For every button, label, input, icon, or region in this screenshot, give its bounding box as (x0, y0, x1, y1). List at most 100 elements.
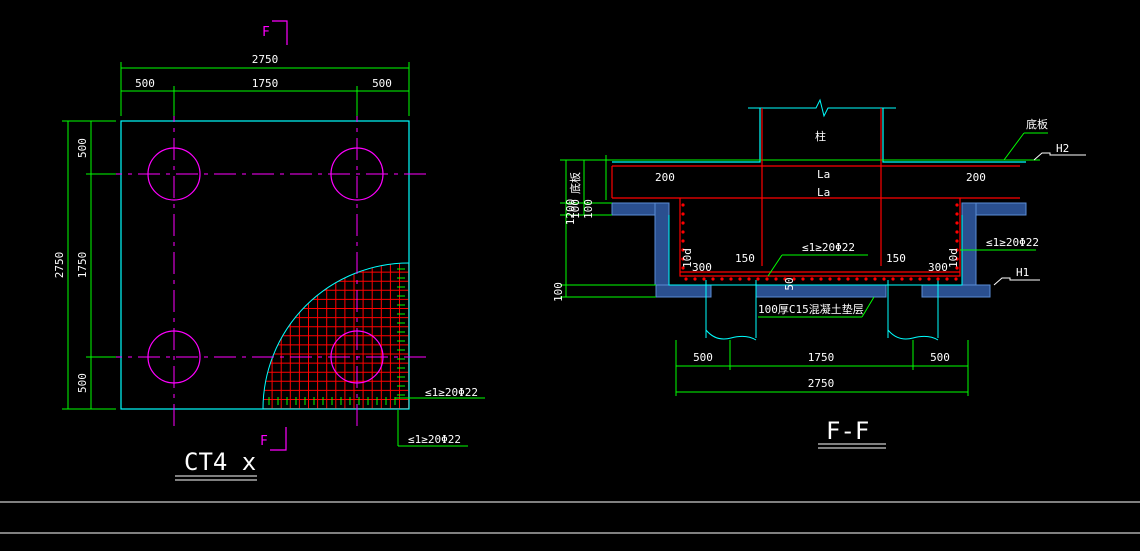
rebar-dot (720, 277, 724, 281)
dim-bottom-right: 500 (930, 351, 950, 364)
rebar-dot (927, 277, 931, 281)
right-150: 150 (886, 252, 906, 265)
section-left-dims (560, 155, 656, 298)
rebar-dot (702, 277, 706, 281)
column-label: 柱 (815, 129, 826, 143)
rebar-dot (810, 277, 814, 281)
dim-top-left: 500 (135, 77, 155, 90)
h2-label: H2 (1056, 142, 1069, 155)
leader-line (767, 254, 783, 277)
dim-top-right: 500 (372, 77, 392, 90)
pile-cap-outline (120, 120, 410, 410)
slab-label: 底板 (1026, 117, 1048, 131)
right-10d: 10d (947, 248, 960, 268)
rebar-dot (955, 248, 959, 252)
la-top: La (817, 168, 830, 181)
la-bottom: La (817, 186, 830, 199)
rebar-dot (681, 203, 685, 207)
rebar-dot (681, 221, 685, 225)
rebar-dot (955, 266, 959, 270)
rebar-dot (828, 277, 832, 281)
dim-100-a: 100 (569, 199, 582, 219)
rebar-dot (955, 230, 959, 234)
rebar-dot (846, 277, 850, 281)
dim-side-top: 500 (76, 138, 89, 158)
side-dimensions (62, 120, 116, 410)
cap-outline (612, 108, 761, 163)
cushion-note: 100厚C15混凝土垫层 (758, 302, 864, 316)
pile-circle (330, 147, 384, 201)
section-view: 1200 底板 100 100 100 柱 底板 H2 H1 La La 200… (552, 98, 1086, 449)
rebar-dot (747, 277, 751, 281)
rebar-dot (801, 277, 805, 281)
section-mark-symbol (270, 427, 287, 451)
right-300: 300 (928, 261, 948, 274)
rebar-dot (819, 277, 823, 281)
rebar-dot (774, 277, 778, 281)
rebar-note-1: ≤1≥20Φ22 (425, 386, 478, 399)
rebar-dot (882, 277, 886, 281)
rebar-dot (765, 277, 769, 281)
section-title: F-F (826, 417, 869, 445)
section-bottom-dims (675, 340, 969, 396)
pile-sections (705, 280, 939, 341)
rebar-dot (864, 277, 868, 281)
rebar-dots (681, 203, 959, 281)
column-break (748, 98, 896, 118)
dim-side-bottom: 500 (76, 373, 89, 393)
h1-label: H1 (1016, 266, 1029, 279)
rebar-dot (681, 212, 685, 216)
rebar-note-2: ≤1≥20Φ22 (408, 433, 461, 446)
rebar-dot (855, 277, 859, 281)
pile-circle (147, 330, 201, 384)
elevation-mark (993, 277, 1040, 286)
rebar-dot (783, 277, 787, 281)
rebar-dot (955, 257, 959, 261)
rebar-dot (955, 203, 959, 207)
rebar-dot (684, 277, 688, 281)
rebar-dot (891, 277, 895, 281)
top-dimensions (120, 62, 410, 116)
pile-circle (330, 330, 384, 384)
left-10d: 10d (681, 248, 694, 268)
mesh-arc (262, 262, 410, 410)
rebar-dot (681, 239, 685, 243)
rebar-dot (711, 277, 715, 281)
rebar-dot (955, 239, 959, 243)
rebar-dot (681, 257, 685, 261)
rebar-dot (955, 212, 959, 216)
dim-bottom-mid: 1750 (808, 351, 835, 364)
rebar-note-right: ≤1≥20Φ22 (986, 236, 1039, 249)
dim-bottom-left: 500 (693, 351, 713, 364)
dim-side-mid: 1750 (76, 252, 89, 279)
rebar-dot (681, 248, 685, 252)
rebar-dot (954, 277, 958, 281)
rebar-dot (873, 277, 877, 281)
dim-top-mid: 1750 (252, 77, 279, 90)
leader-line (861, 296, 875, 318)
rebars (611, 108, 1020, 277)
rebar-dot (792, 277, 796, 281)
rebar-dot (945, 277, 949, 281)
dim-bottom-total: 2750 (808, 377, 835, 390)
rebar-dot (837, 277, 841, 281)
rebar-dot (729, 277, 733, 281)
rebar-dot (738, 277, 742, 281)
rebar-dot (909, 277, 913, 281)
leader-line (1003, 132, 1025, 161)
dim-100-c: 100 (552, 282, 565, 302)
dim-1200: 1200 (564, 199, 577, 226)
section-mark-symbol (272, 20, 288, 45)
left-150: 150 (735, 252, 755, 265)
pile-circle (147, 147, 201, 201)
dim-slab-label: 底板 (568, 172, 582, 194)
dim-total-top: 2750 (252, 53, 279, 66)
rebar-dot (681, 230, 685, 234)
elevation-mark (1033, 152, 1086, 161)
cap-outline (882, 108, 1026, 163)
dim-total-side: 2750 (53, 252, 66, 279)
rebar-dot (955, 221, 959, 225)
rebar-dot (918, 277, 922, 281)
rebar-note-mid: ≤1≥20Φ22 (802, 241, 855, 254)
